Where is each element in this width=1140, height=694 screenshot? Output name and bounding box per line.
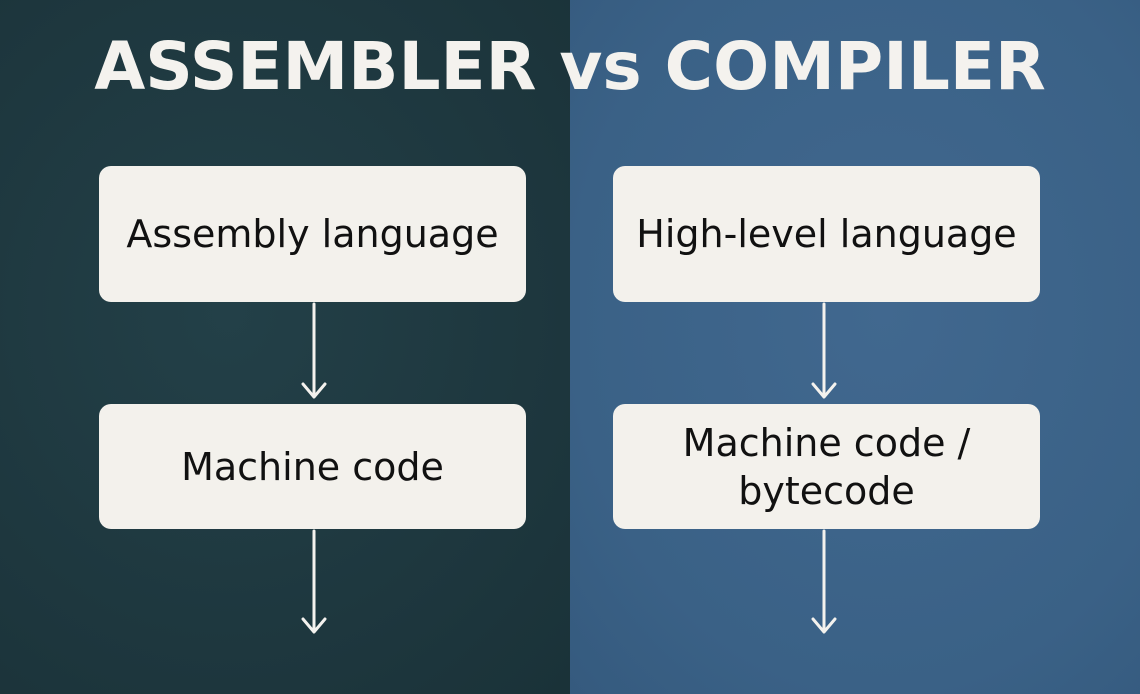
assembly-language-label: Assembly language (126, 212, 499, 256)
assembler-panel (0, 0, 570, 694)
machine-code-label: Machine code (181, 444, 444, 489)
high-level-language-label: High-level language (636, 212, 1017, 256)
compiler-panel (570, 0, 1140, 694)
machine-code-bytecode-node: Machine code / bytecode (613, 404, 1040, 529)
machine-code-bytecode-label-line1: Machine code / (682, 420, 971, 465)
machine-code-bytecode-label-line2: bytecode (738, 468, 915, 513)
diagram-title: ASSEMBLER vs COMPILER (94, 28, 1046, 105)
assembly-language-node: Assembly language (99, 166, 526, 302)
machine-code-node: Machine code (99, 404, 526, 529)
high-level-language-node: High-level language (613, 166, 1040, 302)
